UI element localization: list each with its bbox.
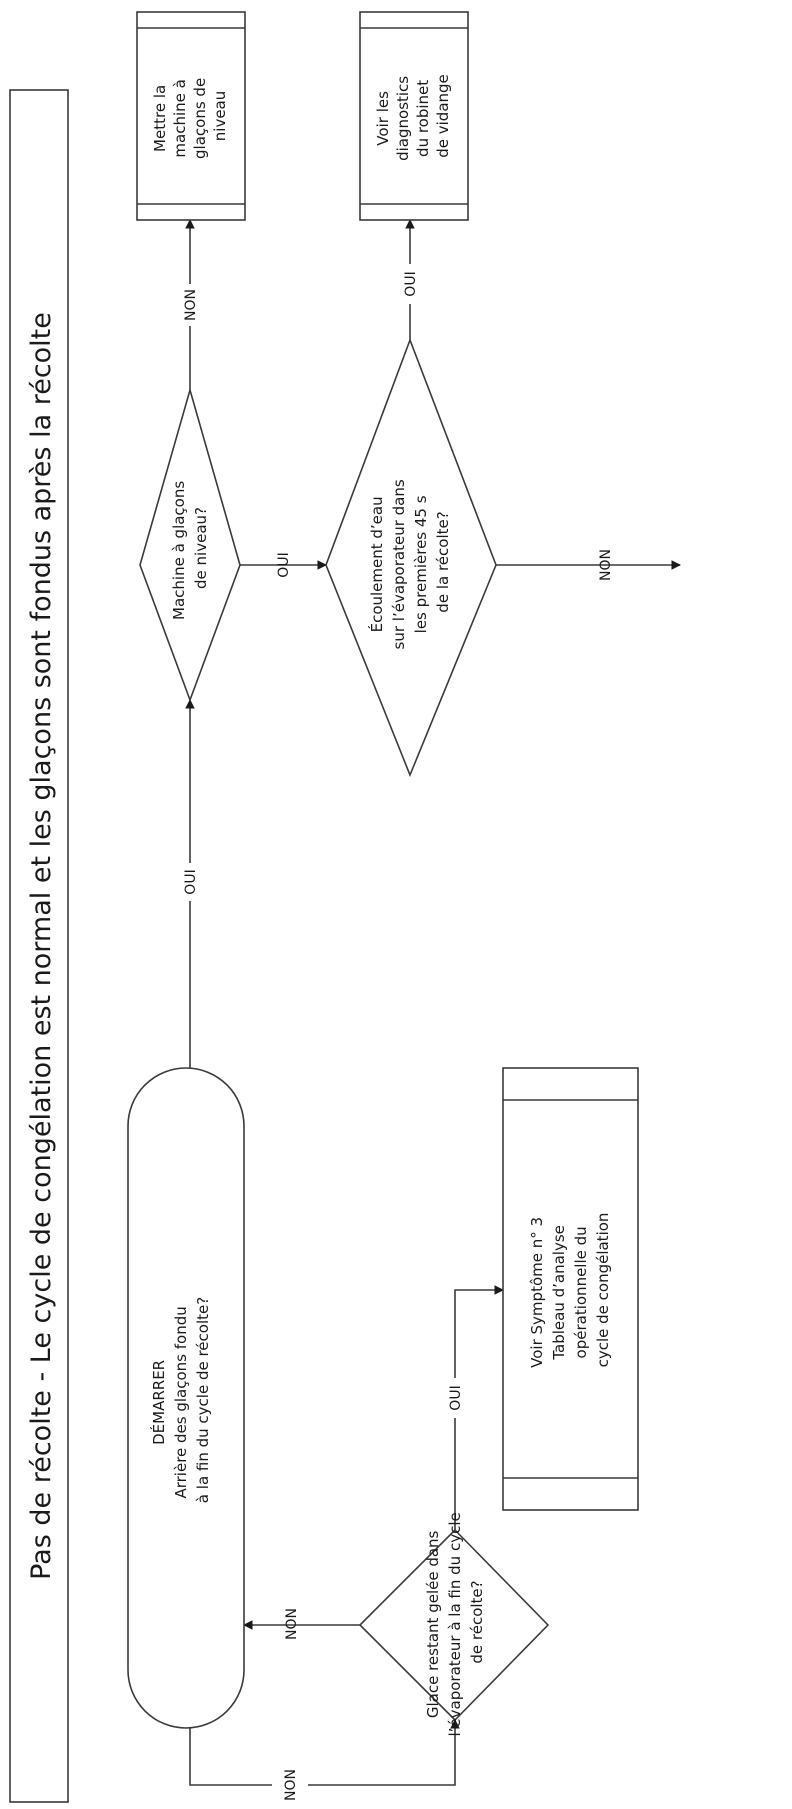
edge-label-water-yes: OUI	[403, 271, 419, 296]
node-water-flow	[325, 337, 497, 778]
node-level-action	[136, 11, 246, 221]
edge-label-start-yes: OUI	[183, 869, 199, 894]
node-start-text: DÉMARRER Arrière des glaçons fondu à la …	[149, 1297, 212, 1503]
edge-label-start-no: NON	[283, 1769, 299, 1801]
edge-start-no	[189, 1719, 460, 1786]
node-level-check	[139, 387, 241, 703]
node-level-check-text: Machine à glaçons de niveau?	[170, 476, 210, 620]
node-symptom3	[502, 1067, 639, 1511]
edge-label-water-no: NON	[598, 549, 614, 581]
edge-label-ice-yes: OUI	[448, 1385, 464, 1410]
node-drain-valve	[359, 11, 469, 221]
edge-label-ice-no: NON	[284, 1608, 300, 1640]
node-water-flow-text: Écoulement d’eau sur l’évaporateur dans …	[367, 475, 452, 650]
node-start	[127, 1067, 245, 1729]
edge-label-level-no: NON	[183, 289, 199, 321]
node-symptom3-text: Voir Symptôme n° 3 Tableau d’analyse opé…	[528, 1212, 612, 1368]
node-ice-remaining	[358, 1528, 550, 1722]
node-ice-remaining-text: Glace restant gelée dans l’évaporateur à…	[424, 1508, 486, 1737]
node-level-action-text: Mettre la machine à glaçons de niveau	[151, 73, 229, 159]
edge-label-level-yes: OUI	[276, 552, 292, 577]
title-frame	[9, 89, 69, 1803]
edge-ice-yes	[454, 1285, 504, 1530]
node-drain-valve-text: Voir les diagnostics du robinet de vidan…	[374, 71, 452, 161]
page-title: Pas de récolte - Le cycle de congélation…	[26, 312, 57, 1580]
